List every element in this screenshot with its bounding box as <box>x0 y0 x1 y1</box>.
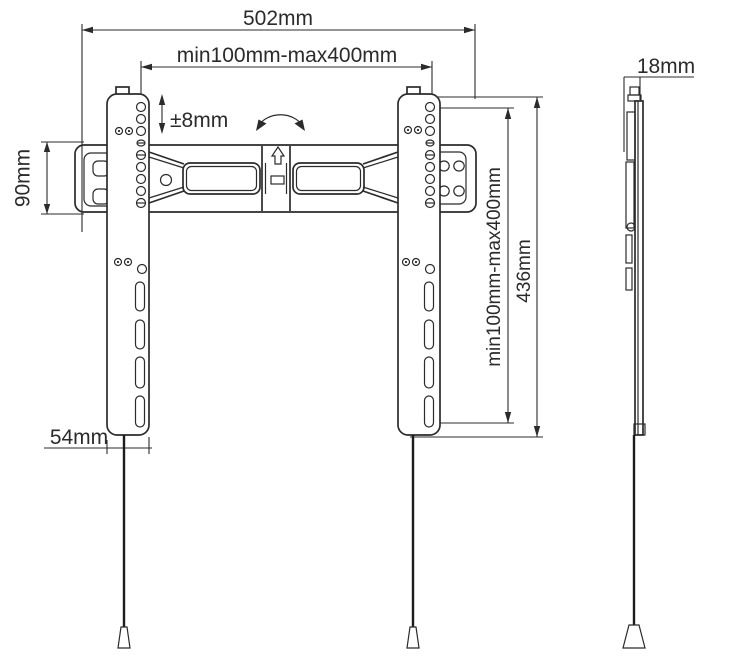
side-top-hook <box>629 86 640 96</box>
left-cord-pull <box>117 626 131 649</box>
arrowhead-up-icon <box>158 94 166 105</box>
arrowhead-down-icon <box>43 204 51 214</box>
dimension-label-height-adjustment: ±8mm <box>170 109 228 132</box>
right-bracket-adjustment-holes <box>424 101 436 275</box>
left-bracket-slots <box>134 281 146 428</box>
right-cord-pull <box>406 626 420 649</box>
center-block <box>261 145 291 211</box>
dimension-bracket-height: 436mm <box>408 96 543 438</box>
right-arm <box>292 162 365 195</box>
side-wall-plate-profile <box>625 111 636 291</box>
arrowhead-left-icon <box>141 63 152 71</box>
left-diagonal-brace <box>148 151 185 204</box>
dimension-wall-plate-height: 90mm <box>12 141 84 215</box>
tilt-arc-arrow-icon <box>256 114 305 131</box>
left-bracket-body <box>106 93 150 436</box>
dimension-height-adjustment: ±8mm <box>158 94 228 134</box>
wall-plate-outline <box>74 144 477 213</box>
left-bracket-adjustment-holes <box>135 101 148 275</box>
arrowhead-down-icon <box>504 412 512 423</box>
arrowhead-up-icon <box>533 97 541 108</box>
side-bracket-plate <box>634 100 644 436</box>
dimension-vesa-width: min100mm-max400mm <box>140 44 433 104</box>
dimension-total-width: 502mm <box>81 7 476 232</box>
right-diagonal-brace <box>362 151 399 204</box>
left-arm <box>182 162 261 195</box>
arrowhead-left-icon <box>82 26 93 34</box>
wall-plate-front <box>74 144 477 213</box>
center-label-slot <box>270 175 285 185</box>
dimension-vesa-height: min100mm-max400mm <box>432 107 514 424</box>
dimension-label-vesa-width: min100mm-max400mm <box>177 44 398 67</box>
left-bracket <box>106 86 150 649</box>
arrowhead-down-icon <box>533 426 541 437</box>
dimension-label-profile-depth: 18mm <box>637 55 695 78</box>
right-bracket-screws <box>401 125 423 267</box>
plate-lock-hole <box>159 173 173 187</box>
dimension-label-wall-plate-height: 90mm <box>12 149 35 207</box>
arrowhead-right-icon <box>421 63 432 71</box>
up-arrow-icon <box>270 145 286 165</box>
side-view-profile <box>622 86 646 649</box>
dimension-profile-depth: 18mm <box>623 55 695 152</box>
arrowhead-down-icon <box>158 123 166 134</box>
right-bracket <box>397 86 441 649</box>
arrowhead-right-icon <box>464 26 475 34</box>
dimension-label-bracket-height: 436mm <box>514 239 535 302</box>
dimension-label-total-width: 502mm <box>243 7 313 30</box>
left-bracket-screws <box>113 126 134 267</box>
dimension-label-bracket-width: 54mm <box>50 426 108 449</box>
right-bracket-slots <box>423 281 435 428</box>
side-cord-pull <box>622 624 646 649</box>
arrowhead-up-icon <box>43 142 51 152</box>
dimension-label-vesa-height: min100mm-max400mm <box>484 167 505 367</box>
dimension-bracket-width: 54mm <box>44 426 152 454</box>
arrowhead-up-icon <box>504 108 512 119</box>
